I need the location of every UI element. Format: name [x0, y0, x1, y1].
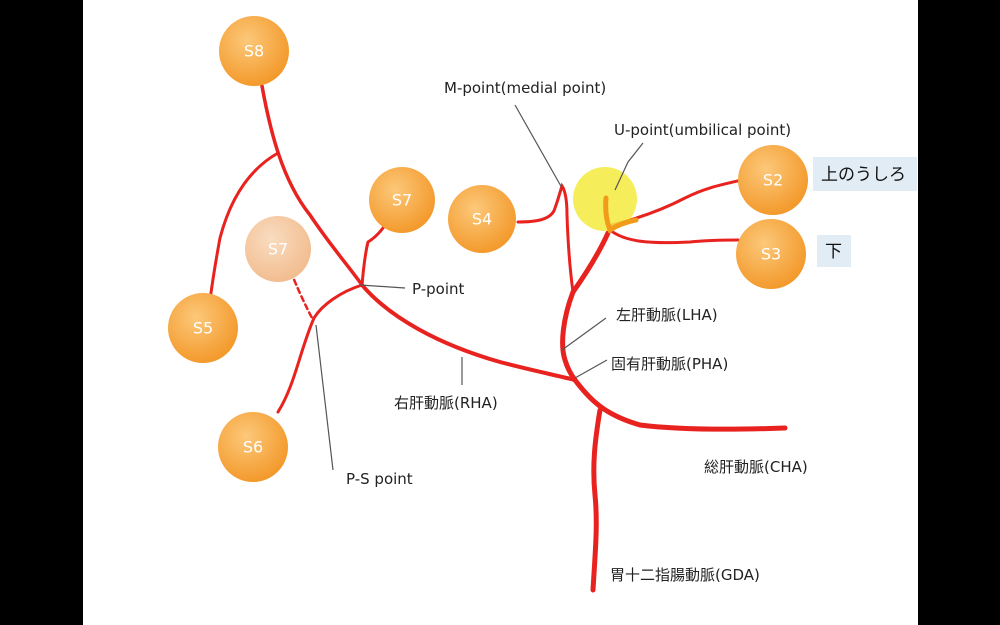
leader-lines [315, 104, 644, 471]
position-tags: 上のうしろ 下 [813, 157, 917, 267]
tag-upper-text: 上のうしろ [821, 165, 906, 185]
ps-point-label: P-S point [346, 470, 413, 488]
pha-label: 固有肝動脈(PHA) [611, 355, 728, 373]
segment-node-s8: S8 [219, 16, 289, 86]
tag-lower-text: 下 [825, 242, 842, 262]
m-point-label: M-point(medial point) [444, 79, 606, 97]
artery-rha [360, 283, 577, 382]
artery-gda [590, 407, 603, 593]
segment-node-s7-ghost: S7 [245, 216, 311, 282]
u-point-highlight [573, 167, 639, 234]
segment-node-s2: S2 [738, 145, 808, 215]
segment-label-s7-ghost: S7 [268, 240, 288, 259]
gda-label: 胃十二指腸動脈(GDA) [610, 566, 760, 584]
segment-node-s7: S7 [369, 167, 435, 233]
artery-p-branch [276, 283, 364, 414]
segment-label-s3: S3 [761, 245, 781, 264]
tag-upper: 上のうしろ [813, 157, 917, 191]
segment-label-s5: S5 [193, 319, 213, 338]
tag-lower: 下 [817, 235, 851, 267]
segment-node-s5: S5 [168, 293, 238, 363]
segment-label-s4: S4 [472, 210, 492, 229]
segment-label-s6: S6 [243, 438, 263, 457]
annotations: M-point(medial point) U-point(umbilical … [346, 79, 808, 584]
cha-label: 総肝動脈(CHA) [704, 458, 808, 476]
artery-s4-branch [516, 182, 575, 294]
segment-label-s2: S2 [763, 171, 783, 190]
segment-node-s3: S3 [736, 219, 806, 289]
rha-label: 右肝動脈(RHA) [394, 394, 498, 412]
segment-label-s7: S7 [392, 191, 412, 210]
segment-node-s6: S6 [218, 412, 288, 482]
artery-s3-branch [608, 228, 740, 245]
u-point-label: U-point(umbilical point) [614, 121, 791, 139]
segment-node-s4: S4 [448, 185, 516, 253]
lha-label: 左肝動脈(LHA) [616, 306, 718, 324]
artery-network [208, 84, 788, 593]
artery-s8-branch [260, 84, 364, 287]
artery-cha [572, 377, 788, 432]
segment-nodes: S8 S7 S7 S4 S5 S6 S2 S3 [168, 16, 808, 482]
artery-s5-branch [208, 151, 280, 302]
p-point-label: P-point [412, 280, 465, 298]
artery-lha [560, 230, 611, 383]
segment-label-s8: S8 [244, 42, 264, 61]
